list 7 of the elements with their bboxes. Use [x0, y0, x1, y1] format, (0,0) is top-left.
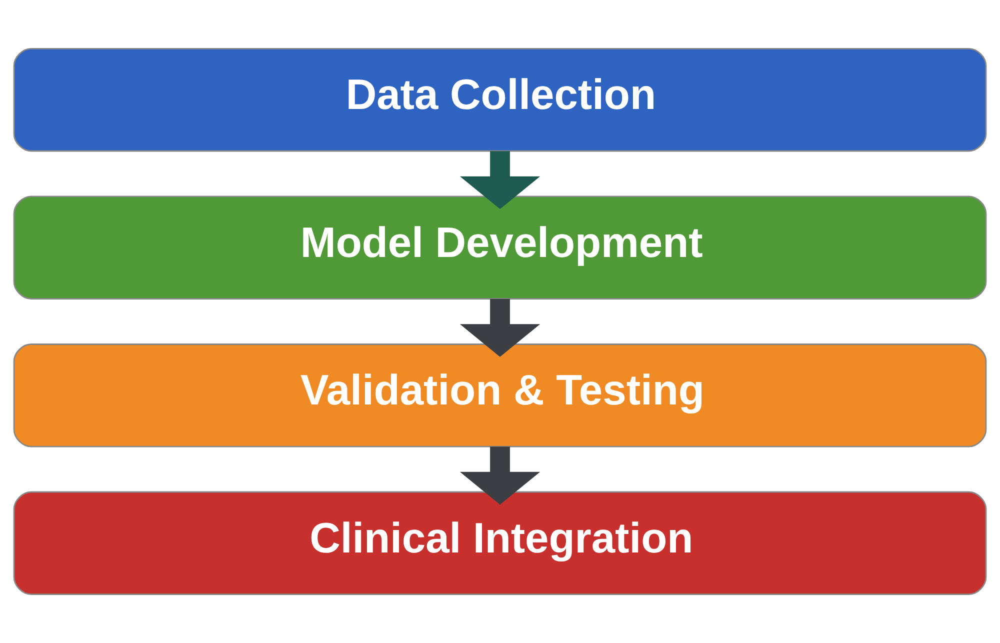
arrow: [460, 298, 540, 357]
arrow: [460, 151, 540, 210]
node-box: Validation & Testing: [13, 344, 987, 448]
arrow: [460, 446, 540, 505]
node-box: Model Development: [13, 196, 987, 300]
node-box: Clinical Integration: [13, 491, 987, 596]
node-box: Data Collection: [13, 48, 987, 152]
